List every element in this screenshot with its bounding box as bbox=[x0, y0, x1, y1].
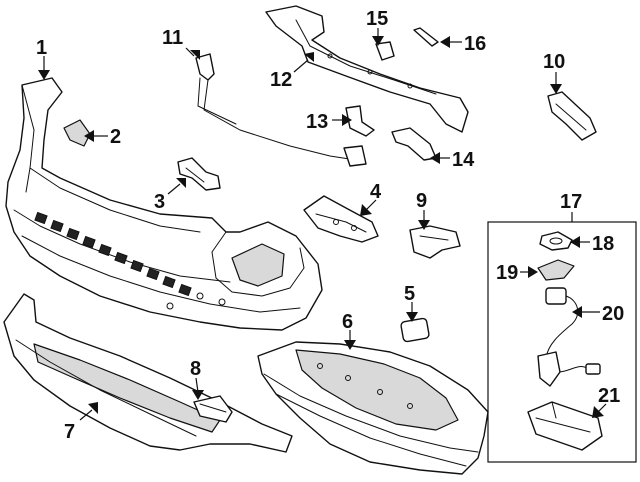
callout-11: 11 bbox=[162, 27, 183, 49]
callout-18: 18 bbox=[592, 233, 614, 255]
callout-21: 21 bbox=[598, 385, 620, 407]
callout-8: 8 bbox=[190, 358, 201, 380]
callout-14: 14 bbox=[452, 149, 475, 171]
part-1-bumper-cover bbox=[5, 77, 323, 331]
part-11-bracket bbox=[195, 53, 367, 167]
part-8-grille-insert bbox=[193, 395, 233, 423]
part-13-clip bbox=[345, 105, 375, 137]
callout-numbers: 1 2 3 4 5 6 7 8 9 10 11 12 13 14 15 16 1… bbox=[36, 8, 624, 443]
callout-12: 12 bbox=[270, 69, 292, 91]
callout-3: 3 bbox=[154, 191, 165, 213]
callout-19: 19 bbox=[496, 262, 518, 284]
callout-13: 13 bbox=[306, 111, 328, 133]
callout-1: 1 bbox=[36, 37, 47, 59]
callout-20: 20 bbox=[602, 303, 624, 325]
part-4-side-bracket bbox=[303, 195, 379, 243]
part-3-bracket bbox=[177, 157, 221, 191]
callout-17: 17 bbox=[560, 191, 582, 213]
part-21-sensor-module bbox=[527, 401, 603, 451]
bumper-vent-slots bbox=[34, 211, 192, 297]
callout-9: 9 bbox=[416, 190, 427, 212]
part-12-absorber bbox=[265, 5, 469, 133]
part-2-pad bbox=[63, 119, 91, 147]
part-16-strip bbox=[413, 27, 439, 47]
leader-lines bbox=[38, 28, 607, 421]
part-5-cap bbox=[400, 317, 430, 343]
callout-4: 4 bbox=[370, 181, 382, 203]
part-15-clip bbox=[375, 41, 395, 61]
part-19-pad bbox=[537, 259, 575, 281]
callout-15: 15 bbox=[366, 8, 388, 30]
callout-5: 5 bbox=[404, 283, 415, 305]
part-17-sensor-kit-box bbox=[487, 212, 637, 463]
part-20-sensor-harness bbox=[537, 287, 601, 387]
part-9-bracket bbox=[409, 225, 461, 259]
part-14-bracket bbox=[391, 127, 437, 161]
part-10-bracket bbox=[547, 91, 597, 141]
part-6-undercover bbox=[257, 341, 489, 475]
callout-7: 7 bbox=[64, 421, 75, 443]
callout-6: 6 bbox=[342, 311, 353, 333]
callout-2: 2 bbox=[110, 126, 121, 148]
callout-10: 10 bbox=[543, 51, 565, 73]
callout-16: 16 bbox=[464, 33, 486, 55]
part-18-bezel bbox=[539, 231, 573, 251]
